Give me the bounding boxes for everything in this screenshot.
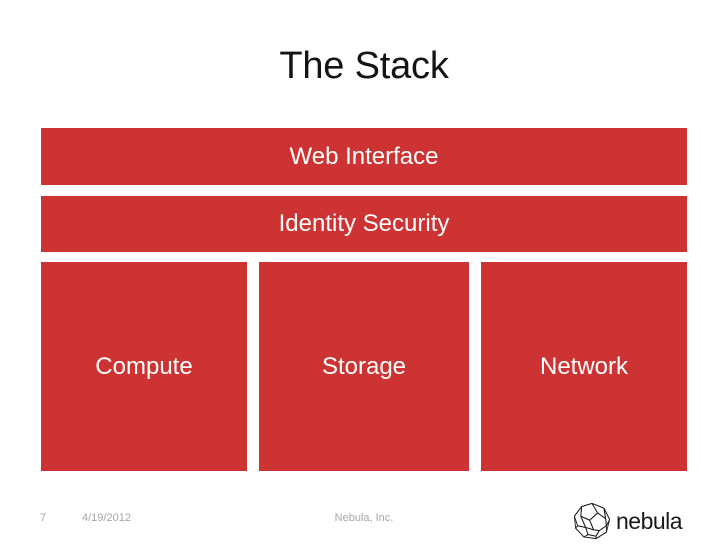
stack-pillar-label: Compute [95,353,193,380]
logo-wordmark: nebula [616,508,683,534]
stack-layer-label: Identity Security [278,210,450,237]
polyhedron-wireframe-icon [573,502,611,540]
stack-pillar-compute[interactable]: Compute [41,262,247,471]
footer-slide-number: 7 [40,512,47,524]
stack-pillar-label: Storage [321,353,407,380]
footer-date: 4/19/2012 [82,512,131,524]
nebula-logo: nebula [572,500,694,542]
stack-layer-label: Web Interface [289,142,439,170]
stack-layer-web-interface[interactable]: Web Interface [41,128,687,185]
stack-pillar-label: Network [539,353,629,380]
stack-layer-identity-security[interactable]: Identity Security [41,196,687,252]
stack-pillar-network[interactable]: Network [481,262,687,471]
footer-company-name: Nebula, Inc. [334,512,394,524]
page-title: The Stack [279,45,449,87]
stack-diagram: Web Interface Identity Security Compute … [41,128,687,471]
stack-pillar-storage[interactable]: Storage [259,262,469,471]
slide-footer: 7 4/19/2012 Nebula, Inc. [0,508,728,532]
